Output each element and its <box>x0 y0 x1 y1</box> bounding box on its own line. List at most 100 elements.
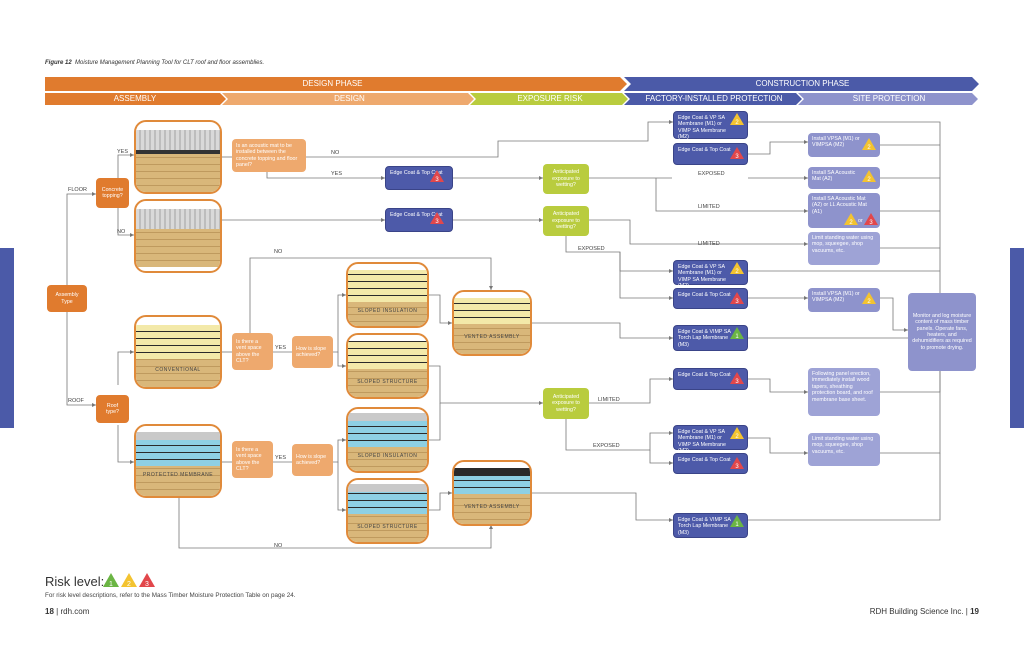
risk-badge-3-s3: 3 <box>864 213 878 226</box>
label-no-acoustic: NO <box>331 150 340 156</box>
label-roof: ROOF <box>68 398 84 404</box>
svg-text:2: 2 <box>849 220 853 226</box>
design-chevron <box>222 93 474 105</box>
svg-text:3: 3 <box>145 581 149 588</box>
design-phase-label: DESIGN PHASE <box>302 79 363 88</box>
factory-top-coat-3: Edge Coat & Top Coat <box>673 368 748 390</box>
site-panel-erection: Following panel erection, immediately in… <box>808 368 880 416</box>
label-exposed-3: EXPOSED <box>593 443 620 449</box>
risk-badge-3-f3: 3 <box>430 212 444 225</box>
factory-edge-top-a: Edge Coat & Top Coat <box>385 166 453 190</box>
site-chevron <box>798 93 978 105</box>
factory-edge-top-b: Edge Coat & Top Coat <box>385 208 453 232</box>
exposure-question-2: Anticipated exposure to wetting? <box>543 206 589 236</box>
acoustic-mat-question: Is an acoustic mat to be installed betwe… <box>232 139 306 172</box>
figure-caption: Figure 12 Moisture Management Planning T… <box>45 60 265 66</box>
label-yes-vent2: YES <box>275 455 287 461</box>
site-limit-water-2: Limit standing water using mop, squeegee… <box>808 433 880 466</box>
svg-text:2: 2 <box>735 434 739 440</box>
label-limited-1: LIMITED <box>698 204 720 210</box>
exposure-label: EXPOSURE RISK <box>517 94 583 103</box>
svg-text:3: 3 <box>735 464 739 470</box>
legend-risk-1: 1 <box>103 573 119 588</box>
factory-top-coat-2: Edge Coat & Top Coat <box>673 288 748 309</box>
site-limit-water-1: Limit standing water using mop, squeegee… <box>808 232 880 265</box>
svg-text:1: 1 <box>735 522 739 528</box>
right-edge-bar <box>1010 248 1024 428</box>
assembly-label: ASSEMBLY <box>113 94 157 103</box>
label-exposed-1: EXPOSED <box>698 171 725 177</box>
svg-text:2: 2 <box>867 145 871 151</box>
roof-type-box: Roof type? <box>96 395 129 423</box>
legend-risk-2: 2 <box>121 573 137 588</box>
risk-badge-2-f5: 2 <box>730 262 744 275</box>
photo-floor-no-topping <box>134 199 222 273</box>
label-yes-vent1: YES <box>275 345 287 351</box>
photo-sloped-structure-2: SLOPED STRUCTURE <box>346 478 429 544</box>
risk-badge-1-f11: 1 <box>730 515 744 528</box>
construction-phase-label: CONSTRUCTION PHASE <box>755 79 850 88</box>
svg-text:2: 2 <box>735 269 739 275</box>
footer-right: RDH Building Science Inc. | 19 <box>869 607 979 616</box>
legend-risk-3: 3 <box>139 573 155 588</box>
risk-badge-1-f7: 1 <box>730 327 744 340</box>
site-acoustic-mat: Install SA Acoustic Mat (A2) <box>808 167 880 189</box>
label-floor: FLOOR <box>68 187 87 193</box>
risk-badge-3-f8: 3 <box>730 372 744 385</box>
site-label: SITE PROTECTION <box>852 94 926 103</box>
risk-level-label: Risk level: <box>45 574 105 589</box>
label-yes-acoustic: YES <box>331 171 343 177</box>
svg-text:3: 3 <box>869 220 873 226</box>
risk-badge-3-f2: 3 <box>430 170 444 183</box>
label-limited-2: LIMITED <box>698 241 720 247</box>
footer-left: 18 | rdh.com <box>45 607 90 616</box>
factory-membrane-3: Edge Coat & VP SA Membrane (M1) or VIMP … <box>673 425 748 454</box>
factory-torch-lap-2: Edge Coat & VIMP SA Torch Lap Membrane (… <box>673 513 748 538</box>
svg-text:3: 3 <box>435 219 439 225</box>
exposure-chevron <box>470 93 628 105</box>
photo-protected-membrane: PROTECTED MEMBRANE <box>134 424 222 498</box>
svg-text:2: 2 <box>867 177 871 183</box>
label-limited-3: LIMITED <box>598 397 620 403</box>
slope-question-1: How is slope achieved? <box>292 336 333 368</box>
svg-text:1: 1 <box>109 581 113 588</box>
assembly-type-box: Assembly Type <box>47 285 87 312</box>
photo-sloped-insulation-1: SLOPED INSULATION <box>346 262 429 328</box>
svg-text:3: 3 <box>435 177 439 183</box>
slope-question-2: How is slope achieved? <box>292 444 333 476</box>
risk-badge-2-s1: 2 <box>862 138 876 151</box>
factory-top-coat-4: Edge Coat & Top Coat <box>673 453 748 474</box>
photo-vented-2: VENTED ASSEMBLY <box>452 460 532 526</box>
risk-badge-2-s3: 2 <box>844 213 858 226</box>
factory-label: FACTORY-INSTALLED PROTECTION <box>645 94 783 103</box>
label-exposed-2: EXPOSED <box>578 246 605 252</box>
left-edge-bar <box>0 248 14 428</box>
design-label: DESIGN <box>334 94 365 103</box>
svg-text:3: 3 <box>735 379 739 385</box>
assembly-chevron <box>45 93 226 105</box>
label-no-vent: NO <box>274 249 283 255</box>
vent-question-1: Is there a vent space above the CLT? <box>232 333 273 370</box>
label-yes-concrete: YES <box>117 149 129 155</box>
svg-text:1: 1 <box>735 334 739 340</box>
svg-text:2: 2 <box>867 299 871 305</box>
factory-torch-lap-1: Edge Coat & VIMP SA Torch Lap Membrane (… <box>673 325 748 351</box>
risk-badge-2-f9: 2 <box>730 427 744 440</box>
photo-conventional: CONVENTIONAL <box>134 315 222 389</box>
construction-phase-chevron <box>624 77 979 91</box>
risk-badge-2-s2: 2 <box>862 170 876 183</box>
svg-text:3: 3 <box>735 154 739 160</box>
risk-badge-2-s5: 2 <box>862 292 876 305</box>
photo-floor-acoustic <box>134 120 222 194</box>
vent-question-2: Is there a vent space above the CLT? <box>232 441 273 478</box>
label-no-bottom: NO <box>274 543 283 549</box>
exposure-question-3: Anticipated exposure to wetting? <box>543 388 589 419</box>
svg-text:2: 2 <box>735 120 739 126</box>
site-install-vpsa-1: Install VPSA (M1) or VIMPSA (M2) <box>808 133 880 157</box>
risk-badge-3-f6: 3 <box>730 292 744 305</box>
exposure-question-1: Anticipated exposure to wetting? <box>543 164 589 194</box>
label-no-concrete: NO <box>117 229 126 235</box>
